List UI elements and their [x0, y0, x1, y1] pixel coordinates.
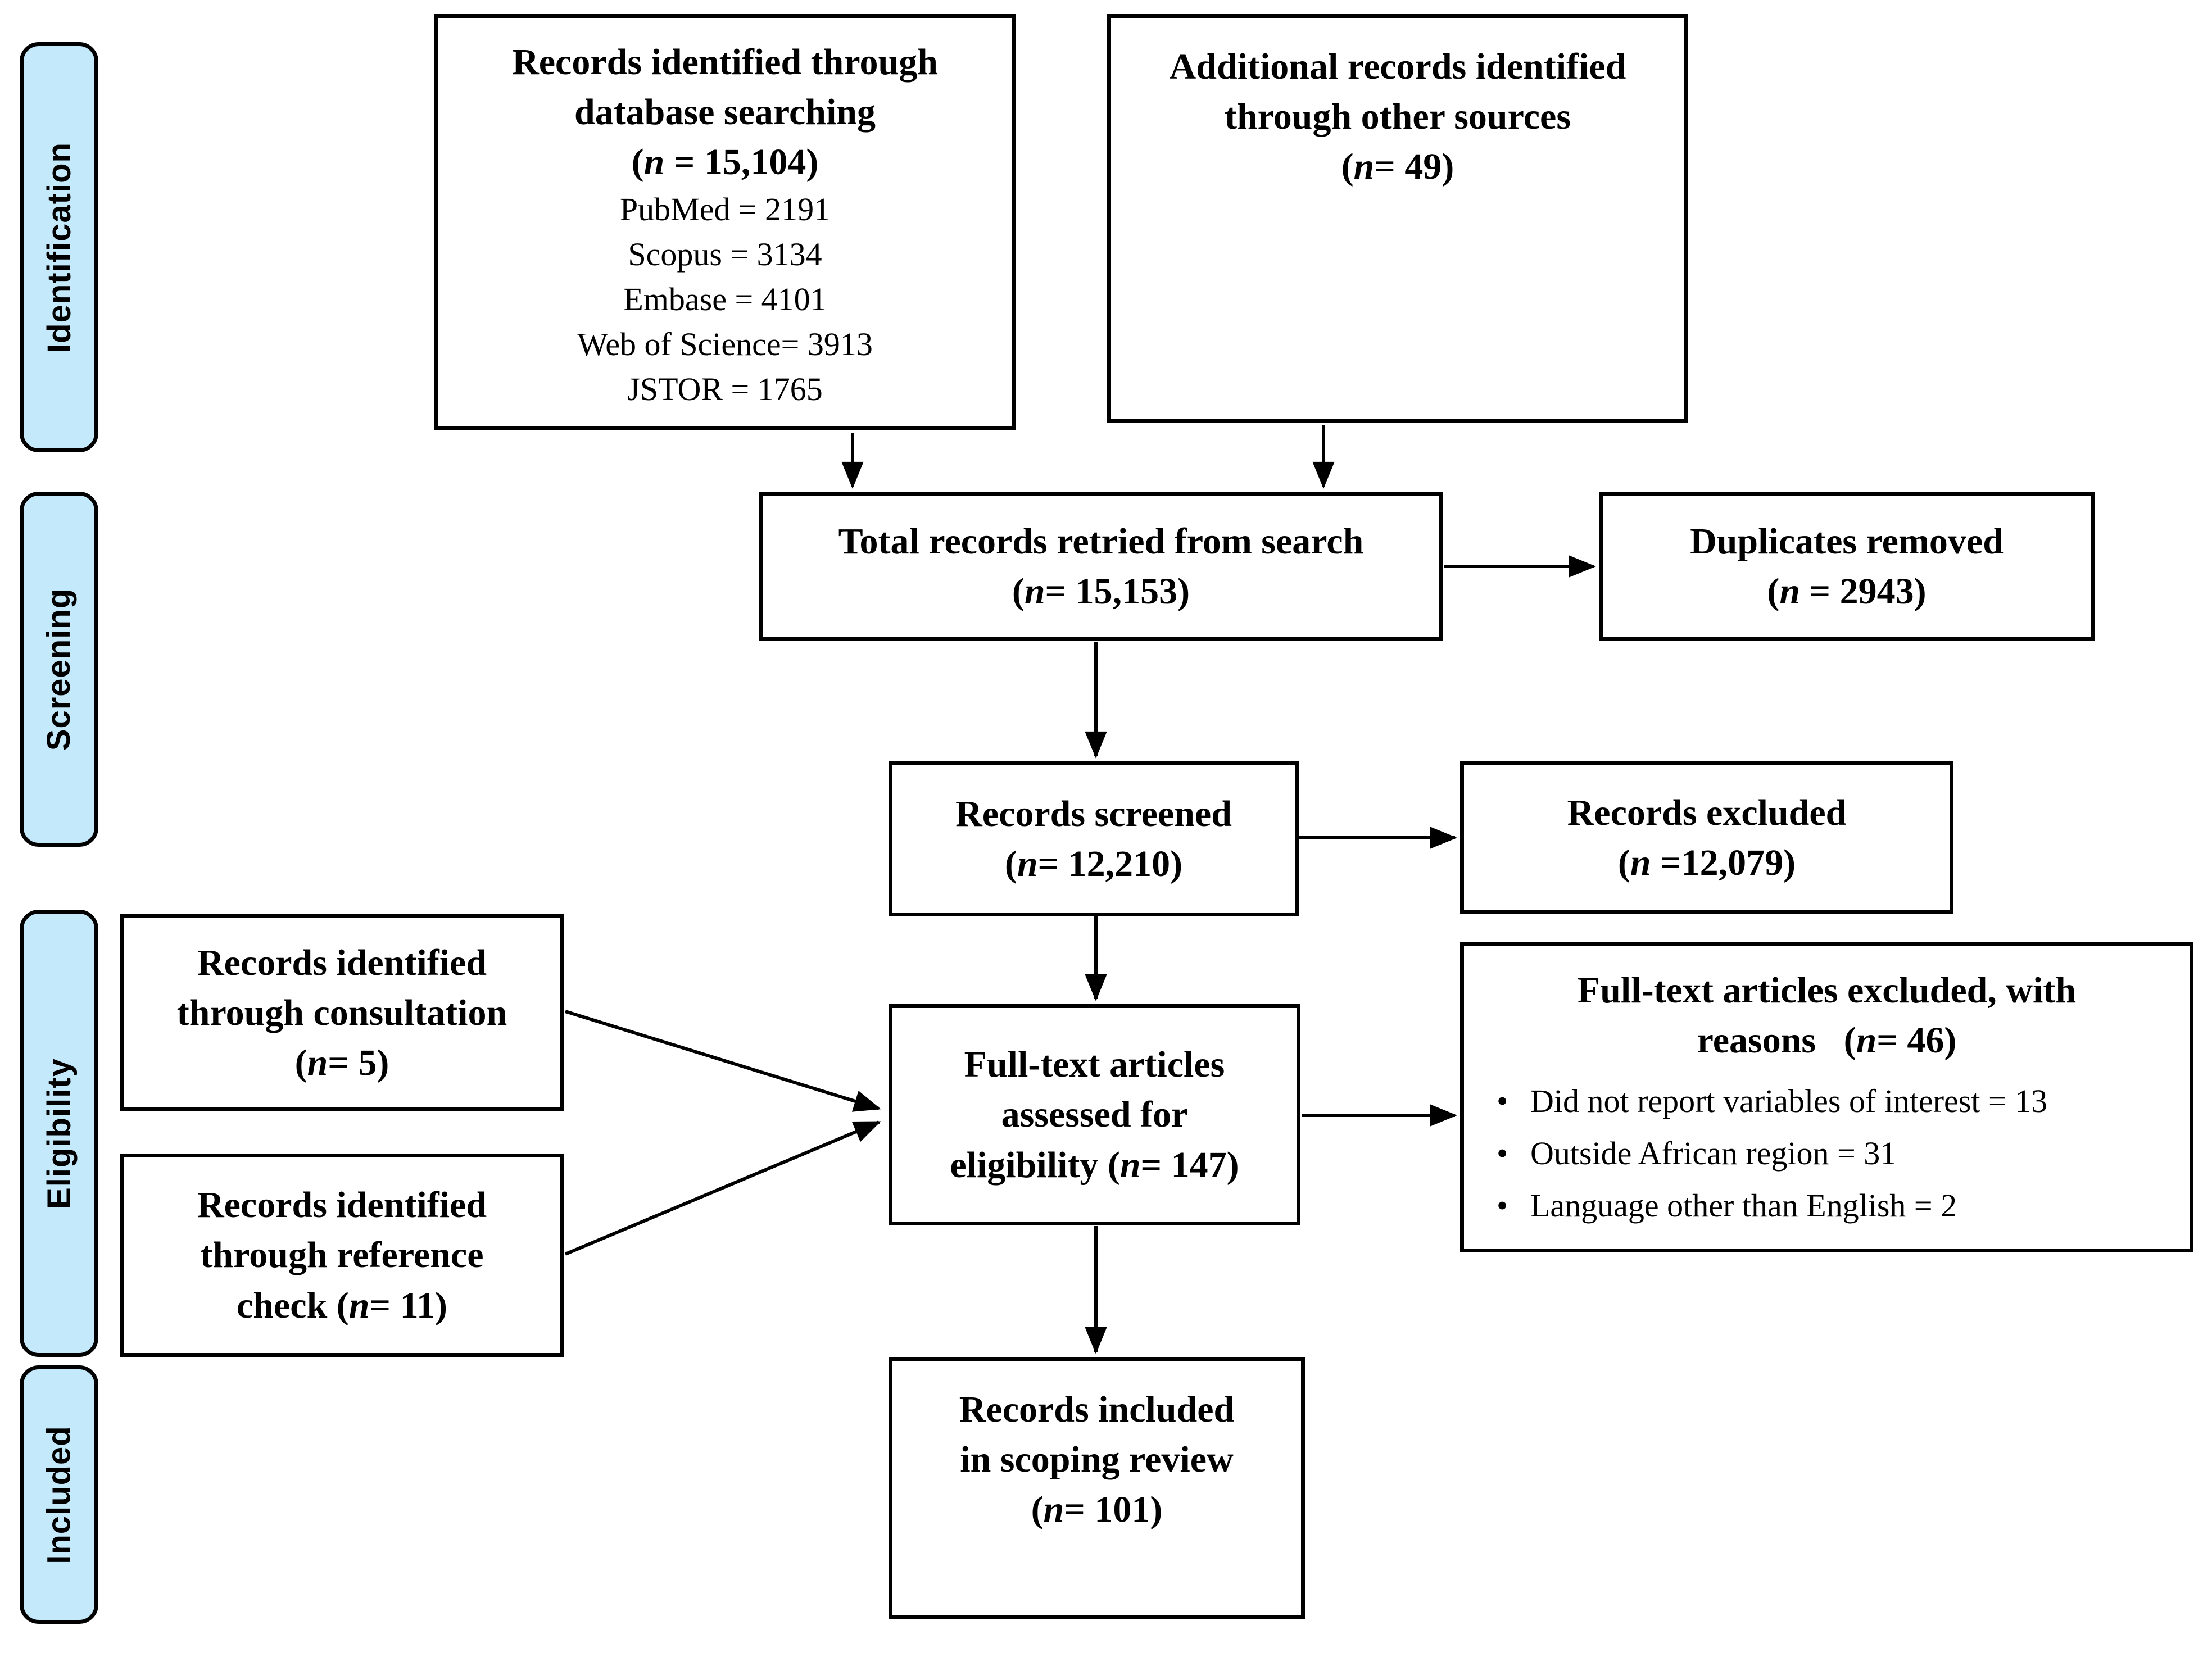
stage-included: Included [20, 1365, 98, 1624]
exclusion-reason-item: Did not report variables of interest = 1… [1486, 1075, 2173, 1128]
box-title: Full-text articles excluded, with reason… [1577, 970, 2077, 1061]
stage-eligibility: Eligibility [20, 910, 98, 1357]
box-fulltext-assessed: Full-text articles assessed for eligibil… [889, 1004, 1300, 1225]
arrow-referencecheck-to-fulltext [564, 1120, 881, 1256]
db-source-webofscience: Web of Science= 3913 [577, 326, 873, 363]
box-title: Records identified through reference che… [197, 1184, 487, 1326]
stage-screening: Screening [20, 492, 98, 847]
box-title: Records identified through consultation … [176, 942, 507, 1084]
box-total-records-retrieved: Total records retried from search (n= 15… [759, 492, 1443, 641]
exclusion-reason-item: Outside African region = 31 [1486, 1128, 2173, 1180]
db-source-pubmed: PubMed = 2191 [619, 191, 831, 228]
box-records-consultation: Records identified through consultation … [120, 914, 564, 1111]
stage-eligibility-label: Eligibility [40, 1057, 78, 1209]
box-records-reference-check: Records identified through reference che… [120, 1154, 564, 1357]
exclusion-reason-item: Language other than English = 2 [1486, 1180, 2173, 1232]
box-additional-records-other-sources: Additional records identified through ot… [1107, 14, 1688, 423]
db-source-jstor: JSTOR = 1765 [627, 371, 823, 408]
box-duplicates-removed: Duplicates removed (n = 2943) [1599, 492, 2095, 641]
exclusion-reason-list: Did not report variables of interest = 1… [1464, 1075, 2190, 1232]
box-title: Records screened (n= 12,210) [955, 793, 1232, 884]
stage-identification-label: Identification [40, 142, 78, 353]
box-records-database-searching: Records identified through database sear… [434, 14, 1016, 430]
box-title: Duplicates removed (n = 2943) [1690, 520, 2004, 612]
stage-identification: Identification [20, 42, 98, 452]
box-records-included-review: Records included in scoping review (n= 1… [889, 1357, 1305, 1619]
box-title: Records excluded (n =12,079) [1567, 792, 1847, 883]
stage-screening-label: Screening [40, 588, 78, 751]
box-records-excluded: Records excluded (n =12,079) [1460, 761, 1953, 914]
box-title: Records included in scoping review (n= 1… [959, 1389, 1235, 1531]
box-title: Full-text articles assessed for eligibil… [950, 1044, 1239, 1186]
db-source-embase: Embase = 4101 [623, 281, 827, 318]
arrow-consultation-to-fulltext [565, 1010, 881, 1112]
box-title: Records identified through database sear… [512, 42, 938, 183]
db-source-scopus: Scopus = 3134 [628, 236, 822, 273]
box-records-screened: Records screened (n= 12,210) [889, 761, 1299, 916]
box-fulltext-excluded-reasons: Full-text articles excluded, with reason… [1460, 942, 2193, 1252]
stage-included-label: Included [40, 1425, 78, 1564]
box-title: Additional records identified through ot… [1169, 46, 1626, 188]
box-title: Total records retried from search (n= 15… [838, 520, 1364, 612]
